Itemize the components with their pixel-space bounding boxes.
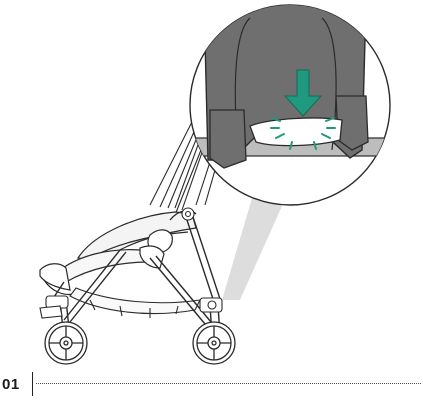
stroller-illustration <box>39 4 391 365</box>
press-burst-marks <box>270 117 336 150</box>
zoom-callout <box>189 4 391 206</box>
dotted-rule <box>36 383 421 384</box>
step-divider <box>32 372 33 396</box>
callout-connector <box>222 188 290 300</box>
rear-wheel <box>192 321 236 365</box>
front-wheel <box>44 321 88 365</box>
down-arrow-icon <box>283 69 323 117</box>
stroller-seat <box>39 211 197 296</box>
stroller-canopy <box>149 109 226 216</box>
step-number: 01 <box>2 376 20 393</box>
stroller-basket <box>69 287 201 318</box>
frame-joints <box>39 207 223 319</box>
step-indicator: 01 <box>0 372 423 398</box>
